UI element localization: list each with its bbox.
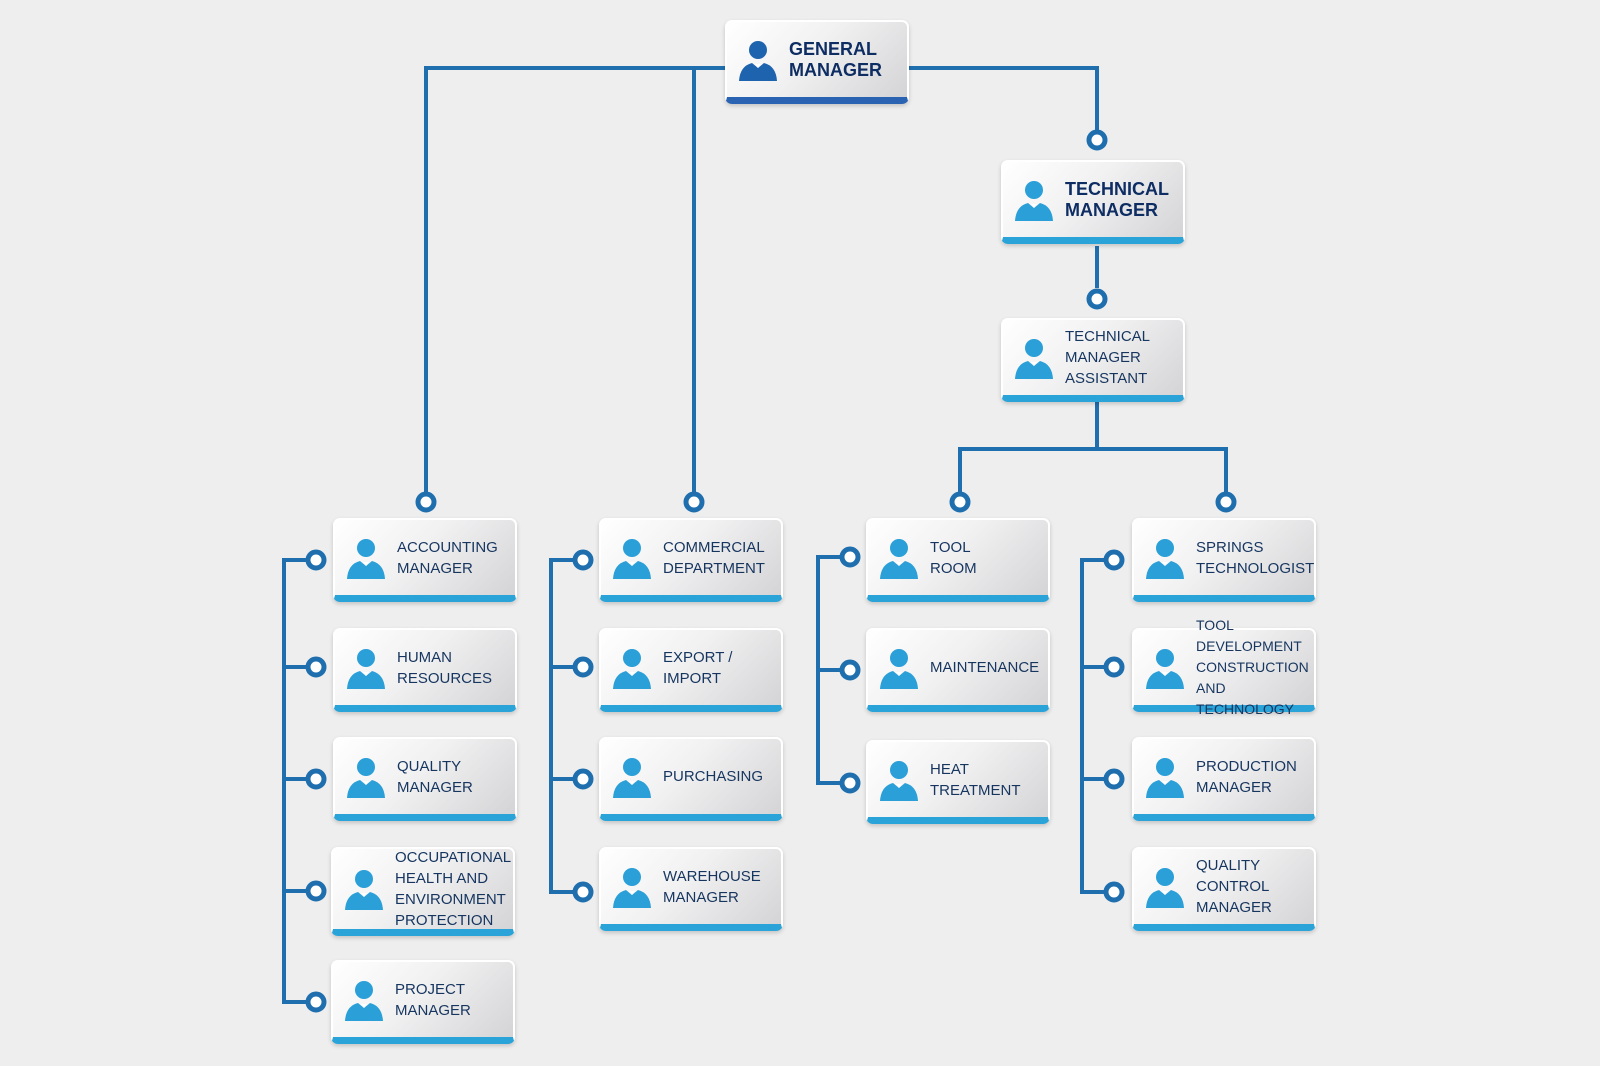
node-label: HEAT TREATMENT bbox=[930, 760, 1021, 799]
node-label: GENERAL MANAGER bbox=[789, 38, 882, 80]
node-tool-room: TOOL ROOM bbox=[866, 518, 1050, 602]
node-label: MAINTENANCE bbox=[930, 659, 1040, 676]
node-technical-manager: TECHNICAL MANAGER bbox=[1001, 160, 1185, 244]
person-icon bbox=[345, 980, 383, 1021]
node-label: QUALITY CONTROL MANAGER bbox=[1196, 857, 1272, 916]
person-icon bbox=[347, 538, 385, 579]
node-export-import: EXPORT / IMPORT bbox=[599, 628, 783, 712]
node-label: EXPORT / IMPORT bbox=[663, 648, 733, 687]
node-label: PURCHASING bbox=[663, 768, 764, 785]
person-icon bbox=[613, 538, 651, 579]
node-label: COMMERCIAL DEPARTMENT bbox=[663, 538, 765, 577]
person-icon bbox=[880, 760, 918, 801]
node-quality-control-manager: QUALITY CONTROL MANAGER bbox=[1132, 847, 1316, 931]
node-springs-technologist: SPRINGS TECHNOLOGIST bbox=[1132, 518, 1316, 602]
person-icon bbox=[1015, 180, 1053, 221]
node-production-manager: PRODUCTION MANAGER bbox=[1132, 737, 1316, 821]
node-heat-treatment: HEAT TREATMENT bbox=[866, 740, 1050, 824]
person-icon bbox=[1146, 538, 1184, 579]
node-label: OCCUPATIONAL HEALTH AND ENVIRONMENT PROT… bbox=[395, 849, 512, 929]
node-label: QUALITY MANAGER bbox=[397, 757, 473, 796]
node-quality-manager: QUALITY MANAGER bbox=[333, 737, 517, 821]
node-technical-manager-assistant: TECHNICAL MANAGER ASSISTANT bbox=[1001, 318, 1185, 402]
node-occupational-health: OCCUPATIONAL HEALTH AND ENVIRONMENT PROT… bbox=[331, 847, 515, 936]
node-label: TOOL DEVELOPMENT CONSTRUCTION AND TECHNO… bbox=[1196, 617, 1309, 717]
person-icon bbox=[1146, 757, 1184, 798]
node-label: TECHNICAL MANAGER ASSISTANT bbox=[1065, 328, 1151, 387]
node-label: PRODUCTION MANAGER bbox=[1196, 757, 1297, 796]
node-human-resources: HUMAN RESOURCES bbox=[333, 628, 517, 712]
person-icon bbox=[345, 870, 383, 910]
person-icon bbox=[1146, 867, 1184, 908]
person-icon bbox=[1146, 648, 1184, 689]
node-label: SPRINGS TECHNOLOGIST bbox=[1196, 538, 1315, 577]
node-tool-development: TOOL DEVELOPMENT CONSTRUCTION AND TECHNO… bbox=[1132, 617, 1316, 717]
node-label: PROJECT MANAGER bbox=[395, 980, 471, 1019]
node-label: ACCOUNTING MANAGER bbox=[397, 538, 498, 577]
node-maintenance: MAINTENANCE bbox=[866, 628, 1050, 712]
node-label: WAREHOUSE MANAGER bbox=[663, 867, 761, 906]
node-label: HUMAN RESOURCES bbox=[397, 648, 493, 687]
person-icon bbox=[613, 757, 651, 798]
node-label: TOOL ROOM bbox=[930, 538, 977, 577]
person-icon bbox=[613, 648, 651, 689]
person-icon bbox=[880, 648, 918, 689]
person-icon bbox=[613, 867, 651, 908]
person-icon bbox=[739, 40, 777, 81]
node-purchasing: PURCHASING bbox=[599, 737, 783, 821]
node-general-manager: GENERAL MANAGER bbox=[725, 20, 909, 104]
node-accounting-manager: ACCOUNTING MANAGER bbox=[333, 518, 517, 602]
person-icon bbox=[880, 538, 918, 579]
node-label: TECHNICAL MANAGER bbox=[1065, 178, 1169, 220]
node-commercial-department: COMMERCIAL DEPARTMENT bbox=[599, 518, 783, 602]
person-icon bbox=[347, 648, 385, 689]
person-icon bbox=[1015, 338, 1053, 379]
person-icon bbox=[347, 757, 385, 798]
node-warehouse-manager: WAREHOUSE MANAGER bbox=[599, 847, 783, 931]
node-project-manager: PROJECT MANAGER bbox=[331, 960, 515, 1044]
